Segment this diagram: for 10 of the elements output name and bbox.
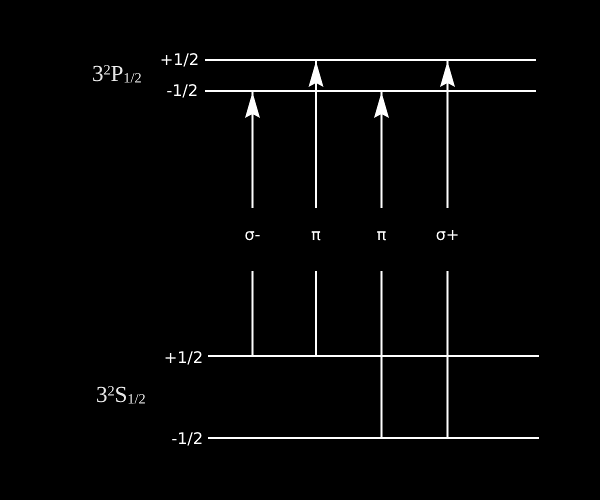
energy-level-line	[208, 437, 539, 439]
term-symbol: 3$^{2}$P$_{1/2}$	[92, 62, 142, 85]
sublevel-label: +1/2	[160, 52, 199, 68]
energy-level-line	[208, 355, 539, 357]
term-symbol: 3$^{2}$S$_{1/2}$	[96, 383, 146, 406]
energy-level-line	[205, 59, 536, 61]
energy-level-line	[205, 90, 536, 92]
sublevel-label: -1/2	[171, 431, 203, 447]
sublevel-label: -1/2	[166, 83, 198, 99]
sublevel-label: +1/2	[164, 350, 203, 366]
